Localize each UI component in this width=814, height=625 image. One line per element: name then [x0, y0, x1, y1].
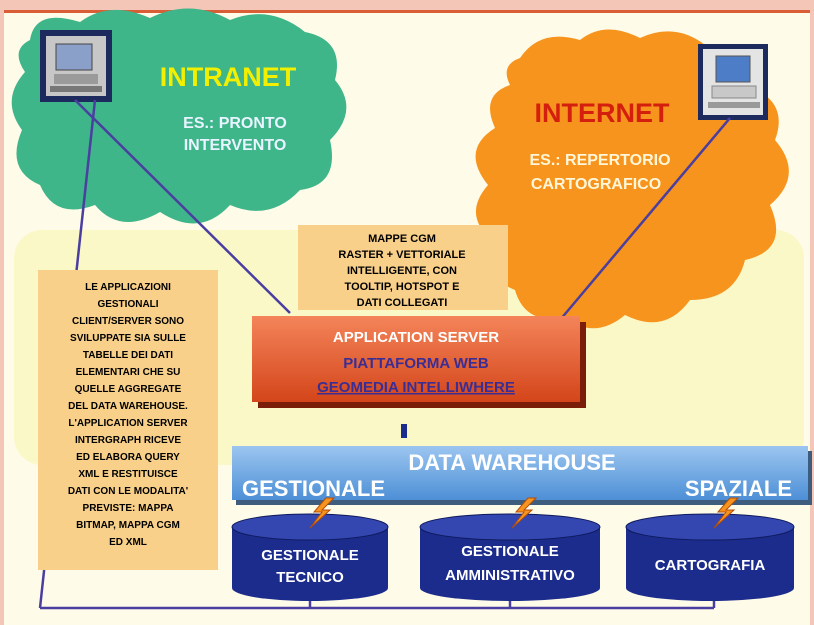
internet-line2: CARTOGRAFICO	[531, 176, 661, 193]
left-note-line: TABELLE DEI DATI	[83, 350, 173, 361]
database-label: GESTIONALE	[461, 543, 559, 560]
intranet-title: INTRANET	[160, 62, 297, 92]
left-note-line: PREVISTE: MAPPA	[83, 503, 174, 514]
left-note-line: DEL DATA WAREHOUSE.	[68, 401, 188, 412]
data-warehouse-title: DATA WAREHOUSE	[408, 450, 615, 475]
left-note-line: INTERGRAPH RICEVE	[75, 435, 181, 446]
data-warehouse-bar	[232, 446, 812, 505]
left-note-line: L'APPLICATION SERVER	[68, 418, 188, 429]
left-note-line: SVILUPPATE SIA SULLE	[70, 333, 186, 344]
app-server-line1: PIATTAFORMA WEB	[343, 355, 489, 372]
intranet-line2: INTERVENTO	[184, 137, 287, 154]
maps-note-line: TOOLTIP, HOTSPOT E	[345, 281, 460, 293]
maps-note-line: MAPPE CGM	[368, 233, 436, 245]
database-label: CARTOGRAFIA	[655, 557, 766, 574]
computer-icon-right	[698, 44, 768, 120]
left-note-line: ELEMENTARI CHE SU	[76, 367, 181, 378]
lightning-icon	[713, 497, 740, 529]
database-cylinder-amministrativo	[419, 513, 601, 601]
left-note-line: BITMAP, MAPPA CGM	[76, 520, 180, 531]
internet-title: INTERNET	[535, 98, 671, 128]
left-note-line: DATI CON LE MODALITA'	[68, 486, 188, 497]
lightning-icon	[309, 497, 336, 529]
data-warehouse-left: GESTIONALE	[242, 476, 385, 501]
maps-note-line: RASTER + VETTORIALE	[338, 249, 465, 261]
database-cylinder-tecnico	[231, 513, 389, 601]
internet-line1: ES.: REPERTORIO	[529, 152, 670, 169]
left-note-line: QUELLE AGGREGATE	[75, 384, 182, 395]
maps-note-box	[298, 225, 508, 310]
application-server-box	[252, 316, 586, 408]
computer-icon-left	[40, 30, 112, 102]
database-label: GESTIONALE	[261, 547, 359, 564]
lightning-icon	[511, 497, 538, 529]
data-warehouse-right: SPAZIALE	[685, 476, 792, 501]
maps-note-line: DATI COLLEGATI	[357, 297, 448, 309]
maps-note-line: INTELLIGENTE, CON	[347, 265, 457, 277]
database-label: AMMINISTRATIVO	[445, 567, 575, 584]
left-note-line: ED ELABORA QUERY	[76, 452, 180, 463]
left-note-line: XML E RESTITUISCE	[78, 469, 178, 480]
app-server-line2: GEOMEDIA INTELLIWHERE	[317, 379, 515, 396]
left-note-line: CLIENT/SERVER SONO	[72, 316, 184, 327]
left-note-line: ED XML	[109, 537, 147, 548]
database-cylinder-cartografia	[625, 513, 795, 601]
app-server-title: APPLICATION SERVER	[333, 329, 499, 346]
left-note-line: LE APPLICAZIONI	[85, 282, 171, 293]
left-note-line: GESTIONALI	[97, 299, 158, 310]
intranet-line1: ES.: PRONTO	[183, 115, 287, 132]
left-note-box	[38, 270, 218, 570]
app-warehouse-connector	[401, 424, 407, 438]
database-label: TECNICO	[276, 569, 344, 586]
